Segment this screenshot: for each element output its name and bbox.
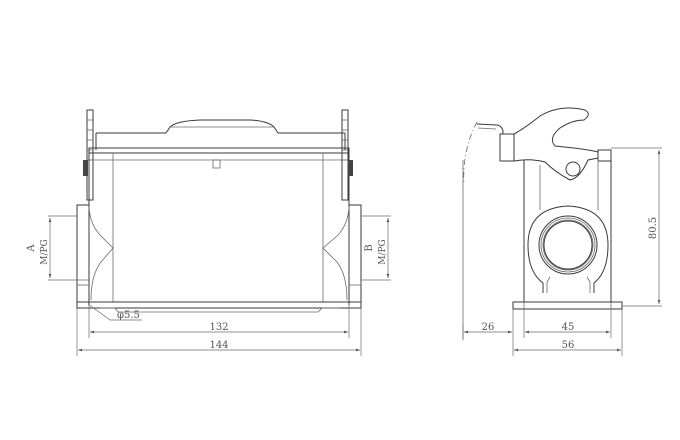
lever-pivot-pin xyxy=(565,161,581,177)
label-outer-base: 56 xyxy=(562,340,575,351)
label-lever-offset: 26 xyxy=(482,322,495,333)
side-base xyxy=(512,301,623,310)
dimension-144: 144 xyxy=(76,308,362,356)
side-view: 80.5 26 45 56 xyxy=(462,107,662,356)
base-flange xyxy=(76,301,362,309)
label-b: B xyxy=(364,244,375,251)
latch-notch xyxy=(212,159,221,169)
label-hole-diameter: φ5.5 xyxy=(117,310,140,321)
label-height: 80.5 xyxy=(648,217,659,239)
dimension-56: 56 xyxy=(514,309,623,356)
label-inner-width: 132 xyxy=(209,322,228,333)
right-pivot xyxy=(348,160,353,176)
label-right-thread: M/PG xyxy=(378,239,388,265)
dimension-26: 26 xyxy=(462,309,514,356)
left-pivot xyxy=(83,160,88,176)
side-lever xyxy=(476,107,599,181)
label-left-thread: M/PG xyxy=(40,239,50,265)
label-a: A xyxy=(26,244,37,253)
dimension-45: 45 xyxy=(523,309,612,338)
cover-top xyxy=(96,119,345,134)
label-outer-width: 144 xyxy=(209,340,228,351)
dimension-132: 132 xyxy=(88,305,350,338)
left-cable-entry xyxy=(76,204,114,303)
right-lever xyxy=(341,109,353,201)
hole-diameter-callout: φ5.5 xyxy=(87,303,142,321)
dimension-b: B M/PG xyxy=(361,215,391,281)
dimension-a: A M/PG xyxy=(26,215,89,281)
right-cable-entry xyxy=(322,204,362,303)
label-inner-base: 45 xyxy=(562,322,575,333)
left-lever xyxy=(83,109,94,201)
dimension-80-5: 80.5 xyxy=(648,150,661,304)
lever-swing-arc xyxy=(463,121,478,186)
side-cable-entry xyxy=(527,205,609,293)
front-view: A M/PG B M/PG φ5.5 132 144 xyxy=(26,109,391,356)
